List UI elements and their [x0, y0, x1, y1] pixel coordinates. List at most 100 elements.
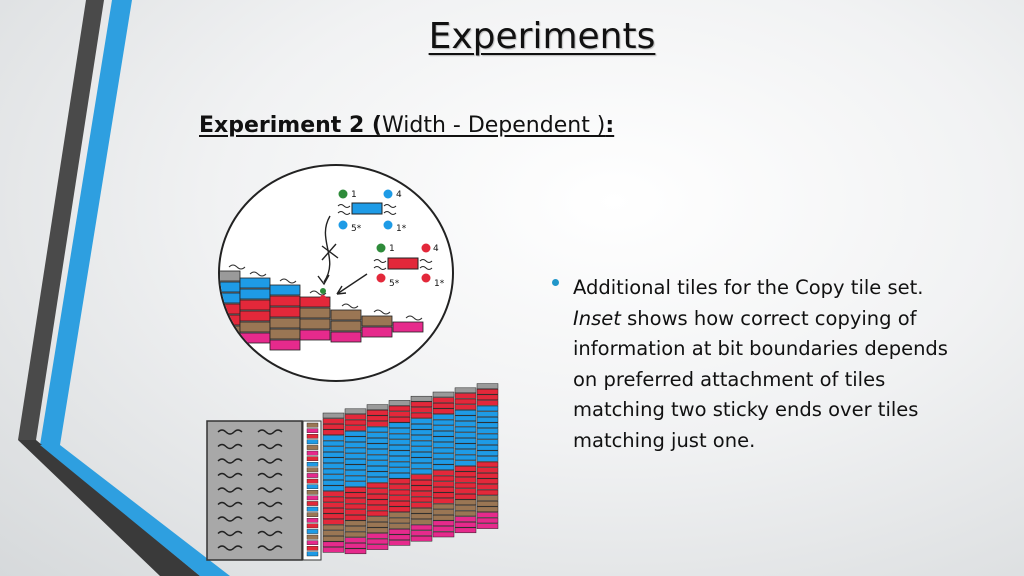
array-tile [454, 437, 477, 444]
squiggle [217, 458, 243, 464]
seed-strip-cell [306, 495, 319, 501]
attach-dot-green [320, 288, 326, 294]
array-tile [388, 500, 411, 507]
squiggle [217, 545, 243, 551]
subtitle-normal: Width - Dependent ) [381, 113, 606, 138]
array-tile [454, 477, 477, 483]
array-tile [410, 418, 433, 424]
array-tile [410, 502, 433, 508]
seed-strip-cell [306, 473, 319, 478]
inset-squiggle [373, 309, 391, 315]
array-tile [388, 534, 411, 541]
array-tile [344, 408, 367, 415]
array-tile [476, 495, 499, 501]
array-tile [432, 402, 455, 409]
array-tile [410, 474, 433, 480]
array-tile [432, 498, 455, 504]
inset-tile [220, 270, 241, 282]
tile-label-bottom: 5* [389, 279, 400, 289]
array-tile [410, 412, 433, 419]
squiggle [257, 487, 283, 493]
squiggle [217, 487, 243, 493]
inset-tile [330, 309, 362, 321]
inset-tile [239, 288, 271, 300]
array-tile [388, 444, 411, 451]
sticky-end [373, 259, 387, 263]
seed-strip-cell [306, 546, 319, 551]
bullet-italic: Inset [573, 306, 621, 330]
inset-tile [220, 336, 241, 348]
array-tile [432, 464, 455, 471]
dark-stripe-left [18, 0, 104, 440]
array-tile [344, 430, 367, 437]
array-tile [454, 404, 477, 410]
array-tile [476, 405, 499, 412]
array-tile [410, 446, 433, 452]
array-tile [476, 439, 499, 445]
array-tile [322, 435, 345, 441]
array-tile [476, 394, 499, 401]
subtitle-end: : [605, 113, 615, 138]
array-tile [476, 472, 499, 479]
squiggle [257, 429, 283, 435]
inset-tile-red [387, 257, 419, 270]
array-tile [410, 463, 433, 469]
array-tile [410, 401, 433, 408]
array-tile [454, 521, 477, 528]
seed-strip-cell [306, 490, 319, 495]
array-tile [322, 547, 345, 553]
array-tile [322, 491, 345, 497]
array-tile [366, 404, 389, 410]
array-tile [344, 447, 367, 454]
inset-tile [269, 339, 301, 351]
array-tile [344, 425, 367, 431]
array-tile [432, 442, 455, 448]
red-dot [421, 243, 431, 253]
tile-label-bottom: 1* [434, 279, 445, 289]
bullet-item: Additional tiles for the Copy tile set.I… [552, 273, 972, 456]
array-tile [454, 516, 477, 522]
inset-tile [299, 307, 331, 319]
dark-stripe-bottom [18, 440, 200, 576]
inset-tile-blue [351, 202, 383, 215]
array-tile [344, 537, 367, 543]
sticky-end [383, 204, 397, 208]
array-tile [366, 505, 389, 511]
array-tile [344, 492, 367, 499]
array-tile [454, 421, 477, 427]
tile-label-top: 1* [396, 224, 407, 234]
array-tile [344, 498, 367, 504]
array-tile [476, 411, 499, 417]
inset-squiggle [341, 303, 359, 309]
arrow-head [336, 285, 347, 295]
array-tile [476, 484, 499, 490]
seed-strip-cell [306, 540, 319, 545]
array-tile [432, 447, 455, 454]
array-tile [366, 426, 389, 433]
seed-strip-cell [306, 534, 319, 540]
seed-strip-cell [306, 450, 319, 456]
squiggle [217, 443, 243, 450]
inset-squiggle [309, 290, 327, 296]
inset-squiggle [228, 264, 246, 270]
array-tile [476, 489, 499, 496]
array-tile [322, 418, 345, 424]
attach-arrow [336, 273, 368, 295]
array-tile [344, 442, 367, 448]
array-tile [366, 510, 389, 517]
array-tile [344, 481, 367, 487]
array-tile [388, 489, 411, 496]
array-tile [454, 527, 477, 534]
sticky-end [337, 204, 351, 208]
array-tile [454, 387, 477, 394]
array-tile [476, 506, 499, 513]
array-tile [344, 520, 367, 527]
array-tile [344, 470, 367, 476]
array-tile [322, 468, 345, 475]
seed-strip-cell [306, 478, 319, 484]
inset-circle [218, 164, 454, 382]
array-tile [388, 478, 411, 485]
seed-strip-cell [306, 467, 319, 473]
